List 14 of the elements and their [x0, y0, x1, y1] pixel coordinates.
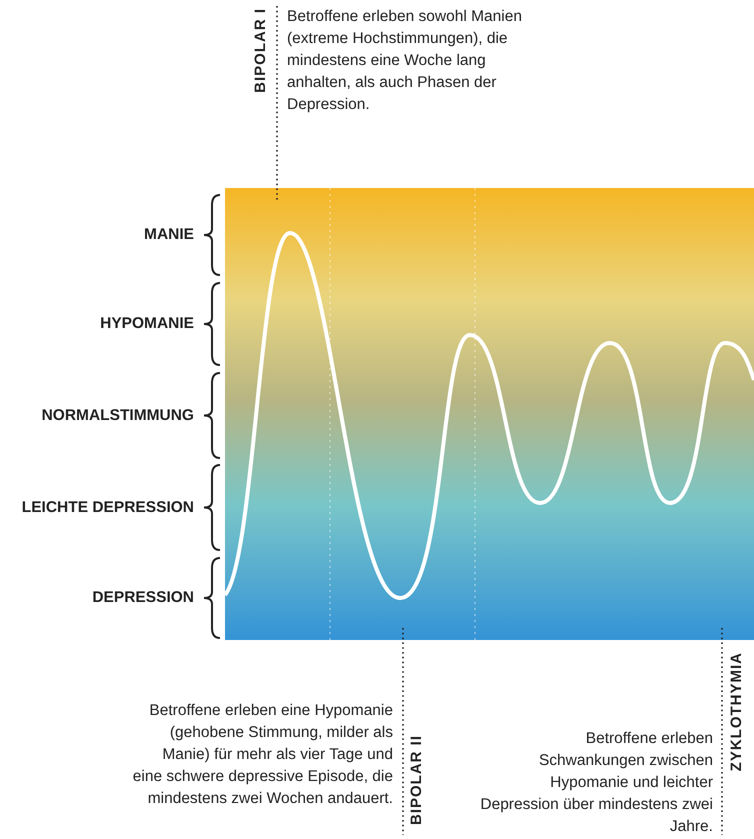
disorder-label: BIPOLAR I: [252, 8, 269, 93]
level-label: NORMALSTIMMUNG: [42, 406, 194, 424]
level-label: MANIE: [144, 226, 194, 244]
leader-line: [721, 628, 723, 835]
leader-line: [276, 6, 278, 202]
level-label: LEICHTE DEPRESSION: [22, 498, 194, 516]
level-label: HYPOMANIE: [100, 315, 194, 333]
disorder-label: BIPOLAR II: [408, 735, 425, 826]
description-text: Betroffene erleben eine Hypomanie (gehobene Stimmung, milder als Manie) für mehr als vier Tage und eine schwere depressive Episode, die mindestens zwei Wochen andauert.: [132, 701, 393, 809]
description-text: Betroffene erleben sowohl Manien (extreme Hochstimmungen), die mindestens eine Woche lang anhalten, als auch Phasen der Depression.: [287, 7, 523, 115]
level-label: DEPRESSION: [92, 589, 194, 607]
disorder-label: ZYKLOTHYMIA: [728, 652, 745, 772]
description-text: Betroffene erleben Schwankungen zwischen Hypomanie und leichter Depression über mindestens zwei Jahre.: [479, 729, 713, 837]
leader-line: [402, 628, 404, 835]
